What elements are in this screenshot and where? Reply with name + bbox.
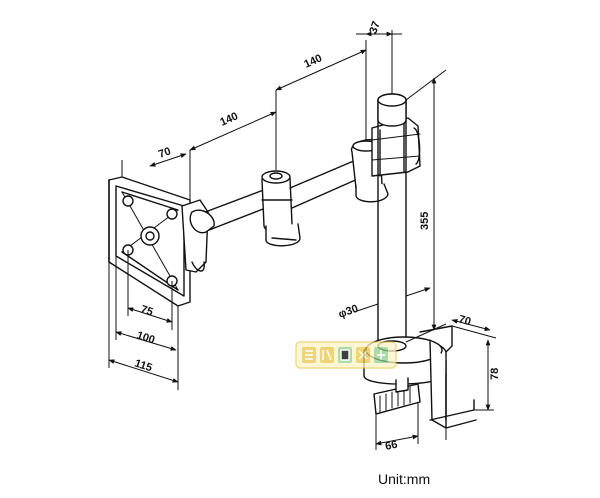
dim-pole-height: 355 bbox=[419, 212, 431, 230]
arm-segment-2 bbox=[289, 159, 361, 209]
desk-clamp bbox=[363, 325, 477, 429]
dim-vesa-hole: 75 bbox=[139, 303, 154, 318]
middle-joint bbox=[261, 170, 301, 247]
dim-arm-segment-1: 140 bbox=[218, 110, 240, 128]
dim-arm-segment-2: 140 bbox=[302, 52, 324, 70]
arm-segment-1 bbox=[189, 185, 277, 234]
dimension-lines bbox=[108, 30, 497, 450]
unit-label: Unit:mm bbox=[378, 471, 431, 487]
dim-plate-inner: 100 bbox=[135, 329, 156, 346]
pole bbox=[377, 93, 407, 343]
dim-arm-offset: 70 bbox=[157, 145, 173, 160]
dim-pole-offset: 37 bbox=[367, 20, 382, 36]
watermark-logo bbox=[295, 341, 397, 369]
dim-plate-outer: 115 bbox=[133, 357, 154, 374]
dim-clamp-height: 78 bbox=[489, 368, 501, 380]
dim-clamp-width: 66 bbox=[384, 439, 398, 453]
vesa-plate bbox=[108, 176, 209, 307]
pole-collar bbox=[351, 117, 421, 203]
dim-pole-diameter: φ30 bbox=[337, 303, 360, 321]
dim-clamp-depth: 70 bbox=[457, 313, 472, 328]
